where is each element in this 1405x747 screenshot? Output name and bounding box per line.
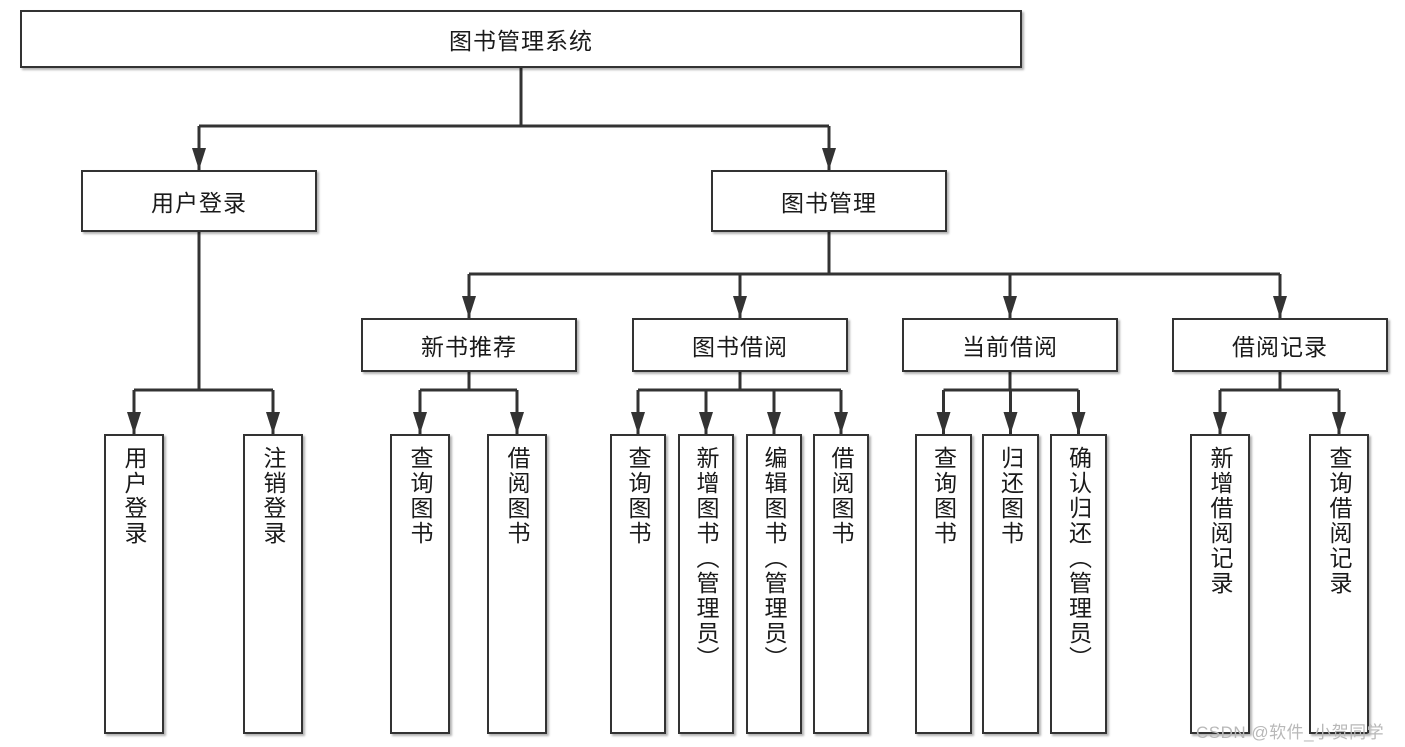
node-label: 当前借阅 (962, 334, 1058, 360)
node-newbook[interactable]: 新书推荐 (361, 318, 577, 372)
node-label: 查询图书 (407, 446, 434, 546)
node-leaf-borrow-book-2[interactable]: 借阅图书 (813, 434, 869, 734)
node-label: 借阅记录 (1232, 334, 1328, 360)
arrowhead-icon (834, 412, 848, 434)
node-label: 借阅图书 (504, 446, 531, 546)
node-leaf-borrow-book-1[interactable]: 借阅图书 (487, 434, 547, 734)
node-label: 确认归还（管理员） (1065, 446, 1092, 671)
node-leaf-query-book-1[interactable]: 查询图书 (390, 434, 450, 734)
arrowhead-icon (127, 412, 141, 434)
node-label: 新书推荐 (421, 334, 517, 360)
node-label: 查询图书 (625, 446, 652, 546)
node-label: 查询借阅记录 (1326, 446, 1353, 596)
node-leaf-confirm[interactable]: 确认归还（管理员） (1050, 434, 1107, 734)
node-leaf-edit-book[interactable]: 编辑图书（管理员） (746, 434, 802, 734)
node-label: 图书借阅 (692, 334, 788, 360)
arrowhead-icon (1332, 412, 1346, 434)
node-label: 归还图书 (997, 446, 1024, 546)
arrowhead-icon (767, 412, 781, 434)
arrowhead-icon (1003, 296, 1017, 318)
node-leaf-query-book-2[interactable]: 查询图书 (610, 434, 666, 734)
arrowhead-icon (936, 412, 951, 434)
node-label: 注销登录 (260, 446, 287, 546)
node-label: 借阅图书 (828, 446, 855, 546)
node-root[interactable]: 图书管理系统 (20, 10, 1022, 68)
node-label: 用户登录 (121, 446, 148, 546)
node-leaf-query-record[interactable]: 查询借阅记录 (1309, 434, 1369, 734)
arrowhead-icon (266, 412, 280, 434)
arrowhead-icon (413, 412, 427, 434)
arrowhead-icon (192, 148, 206, 170)
node-current[interactable]: 当前借阅 (902, 318, 1118, 372)
node-label: 图书管理 (781, 190, 877, 216)
node-leaf-add-book[interactable]: 新增图书（管理员） (678, 434, 734, 734)
node-leaf-add-record[interactable]: 新增借阅记录 (1190, 434, 1250, 734)
node-borrow[interactable]: 图书借阅 (632, 318, 848, 372)
arrowhead-icon (1273, 296, 1287, 318)
arrowhead-icon (822, 148, 836, 170)
node-label: 用户登录 (151, 190, 247, 216)
node-login[interactable]: 用户登录 (81, 170, 317, 232)
node-records[interactable]: 借阅记录 (1172, 318, 1388, 372)
node-bookmgmt[interactable]: 图书管理 (711, 170, 947, 232)
arrowhead-icon (699, 412, 713, 434)
node-label: 编辑图书（管理员） (761, 446, 788, 671)
node-leaf-query-book-3[interactable]: 查询图书 (915, 434, 972, 734)
arrowhead-icon (733, 296, 747, 318)
arrowhead-icon (631, 412, 645, 434)
node-label: 图书管理系统 (449, 28, 593, 54)
node-leaf-return-book[interactable]: 归还图书 (982, 434, 1039, 734)
watermark: CSDN @软件_小贺同学 (1196, 723, 1385, 742)
node-leaf-user-login[interactable]: 用户登录 (104, 434, 164, 734)
node-label: 新增借阅记录 (1207, 446, 1234, 596)
arrowhead-icon (1003, 412, 1018, 434)
arrowhead-icon (1213, 412, 1227, 434)
node-label: 查询图书 (930, 446, 957, 546)
node-leaf-logout[interactable]: 注销登录 (243, 434, 303, 734)
node-label: 新增图书（管理员） (693, 446, 720, 671)
arrowhead-icon (510, 412, 524, 434)
arrowhead-icon (462, 296, 476, 318)
arrowhead-icon (1071, 412, 1086, 434)
